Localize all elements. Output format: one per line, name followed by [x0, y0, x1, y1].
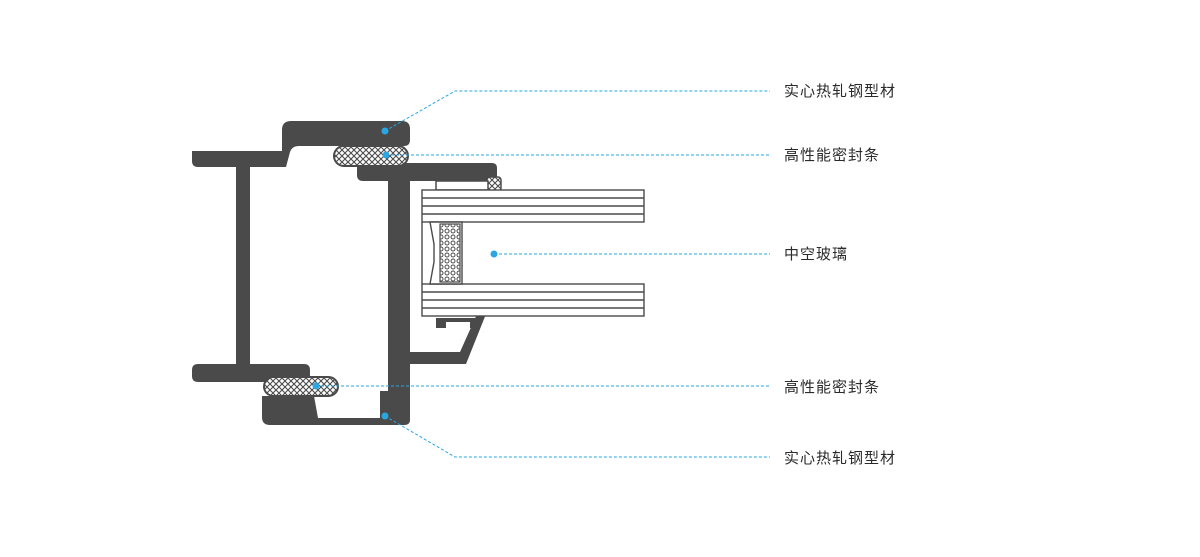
dot-steel-bottom: [381, 412, 389, 420]
dot-glass: [490, 250, 498, 258]
label-steel-profile-top: 实心热轧钢型材: [784, 82, 897, 100]
label-seal-bottom: 高性能密封条: [784, 378, 881, 396]
dot-steel-top: [381, 127, 389, 135]
leader-steel-bottom: [384, 415, 770, 458]
outer-frame-profile: [192, 121, 410, 425]
label-seal-top: 高性能密封条: [784, 146, 881, 164]
insulated-glass-unit: [421, 189, 645, 317]
sash-profile: [357, 163, 497, 424]
dot-seal-top: [382, 151, 390, 159]
leader-steel-top: [384, 90, 770, 132]
label-glass: 中空玻璃: [784, 245, 849, 263]
leader-dots: [312, 127, 498, 420]
dot-seal-bottom: [312, 382, 320, 390]
leader-lines: [316, 90, 770, 458]
label-steel-profile-bottom: 实心热轧钢型材: [784, 449, 897, 467]
seal-top-shape: [333, 145, 409, 167]
